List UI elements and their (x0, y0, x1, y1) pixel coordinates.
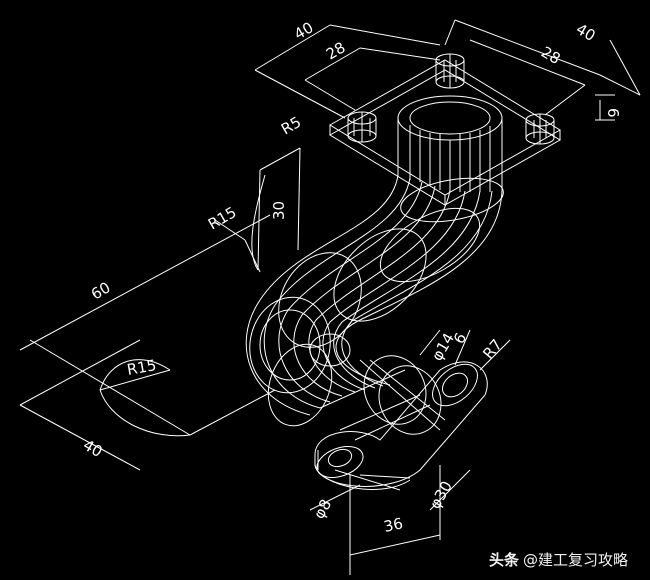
dim-6-right: 6 (604, 108, 622, 118)
watermark-brand: 头条 (488, 551, 519, 569)
dim-28-top-right: 28 (538, 43, 564, 68)
dim-28-top-left: 28 (323, 38, 349, 63)
dim-36: 36 (382, 514, 404, 536)
watermark: 头条 @建工复习攻略 (489, 549, 628, 570)
dim-r15-upper: R15 (205, 203, 240, 233)
watermark-account: @建工复习攻略 (522, 551, 628, 569)
dim-phi8: φ8 (310, 496, 335, 522)
dim-r15-lower: R15 (126, 356, 158, 379)
dim-40-top-right: 40 (573, 20, 599, 45)
dim-r5: R5 (278, 113, 304, 139)
dim-phi30: φ30 (426, 478, 456, 512)
dim-r7: R7 (479, 336, 506, 363)
dim-30: 30 (270, 201, 288, 220)
dim-40-top-left: 40 (291, 18, 317, 43)
dim-60: 60 (88, 278, 114, 303)
